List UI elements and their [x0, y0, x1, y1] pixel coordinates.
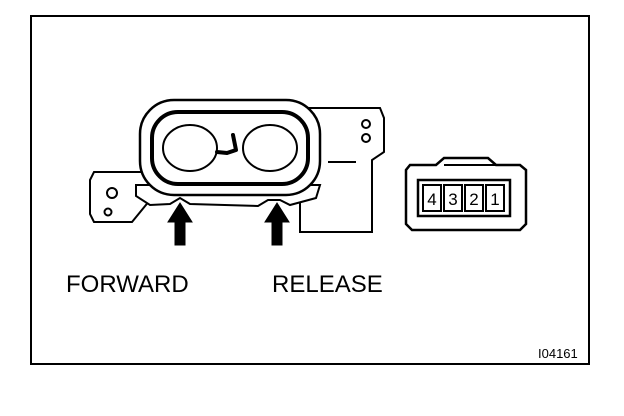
plate-hole-upper	[361, 119, 371, 129]
connector-pin-2	[464, 184, 484, 212]
connector-pin-4	[422, 184, 442, 212]
seat-symbol-icon	[215, 133, 238, 155]
connector-pin-3	[443, 184, 463, 212]
connector-pin-label-2: 2	[469, 190, 478, 209]
bracket-hole-upper	[106, 187, 118, 199]
plate-hole-lower	[361, 133, 371, 143]
figure-id-label: I04161	[538, 346, 578, 361]
release-arrow-icon	[264, 202, 290, 246]
bracket-hole-lower	[103, 207, 113, 217]
connector-pin-label-1: 1	[490, 190, 499, 209]
connector: 4 3 2 1	[404, 156, 528, 232]
forward-arrow-icon	[167, 202, 193, 246]
switch-knob-right	[242, 124, 298, 172]
release-label: RELEASE	[272, 271, 383, 298]
figure-frame	[30, 15, 590, 365]
connector-pin-label-4: 4	[427, 190, 436, 209]
forward-label: FORWARD	[66, 271, 189, 298]
connector-pin-1	[485, 184, 505, 212]
connector-pin-label-3: 3	[448, 190, 457, 209]
switch-knob-left	[162, 124, 218, 172]
